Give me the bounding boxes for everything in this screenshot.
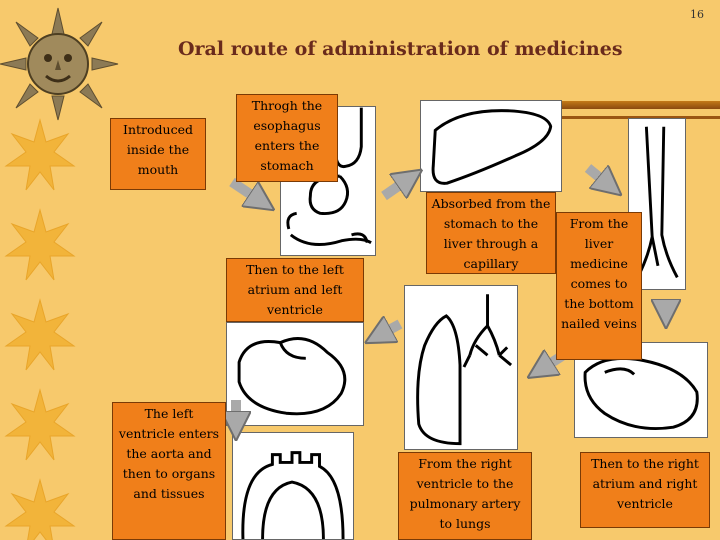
aorta-image — [232, 432, 354, 540]
label-mouth: Introduced inside the mouth — [110, 118, 206, 190]
label-esophagus: Throgh the esophagus enters the stomach — [236, 94, 338, 182]
title-rule — [455, 101, 720, 109]
title-rule-thin — [455, 116, 720, 119]
arrow-stomach-to-liver — [381, 178, 410, 201]
label-right-ventricle: From the right ventricle to the pulmonar… — [398, 452, 532, 540]
lung-image — [404, 285, 518, 450]
left-heart-image — [226, 322, 364, 426]
arrow-mouth-to-stomach — [229, 177, 262, 202]
page-number: 16 — [690, 8, 704, 21]
liver-image — [420, 100, 562, 192]
label-right-atrium: Then to the right atrium and right ventr… — [580, 452, 710, 528]
sun-decoration — [0, 7, 119, 540]
label-left-atrium: Then to the left atrium and left ventric… — [226, 258, 364, 322]
arrow-liver-to-vein — [584, 164, 610, 186]
star-burst-icon — [4, 118, 76, 540]
arrow-lungs-to-left-heart — [378, 324, 403, 336]
label-left-ventricle: The left ventricle enters the aorta and … — [112, 402, 226, 540]
sun-face-icon — [0, 7, 119, 121]
page-title: Oral route of administration of medicine… — [178, 38, 623, 60]
label-absorbed: Absorbed from the stomach to the liver t… — [426, 192, 556, 274]
label-liver: From the liver medicine comes to the bot… — [556, 212, 642, 360]
